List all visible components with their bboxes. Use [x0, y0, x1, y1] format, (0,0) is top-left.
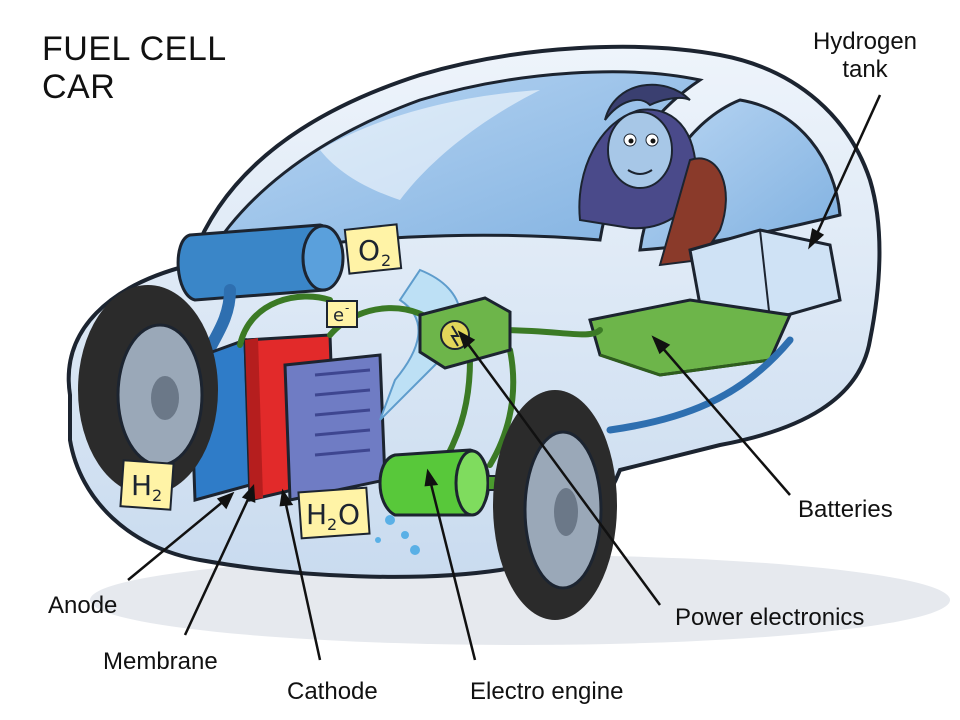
label-electro-engine: Electro engine — [470, 678, 624, 705]
leader-lines — [127, 94, 882, 661]
diagram-title: FUEL CELL CAR — [42, 30, 227, 106]
rear-left-wheel — [493, 390, 617, 620]
svg-text:2: 2 — [152, 486, 162, 505]
batteries-tray — [588, 298, 793, 377]
svg-text:H: H — [131, 469, 152, 502]
front-left-wheel — [78, 285, 218, 495]
label-batteries: Batteries — [798, 496, 893, 523]
windshield — [202, 70, 704, 265]
label-hydrogen-tank-line-1: Hydrogen — [812, 28, 918, 55]
label-hydrogen-tank: Hydrogen tank — [790, 28, 940, 84]
svg-text:O: O — [338, 498, 360, 531]
svg-text:O: O — [358, 234, 380, 267]
ground-shadow — [90, 555, 950, 645]
leader-hydrogen-tank — [813, 94, 882, 239]
svg-text:2: 2 — [327, 515, 337, 534]
label-power-electronics: Power electronics — [675, 604, 865, 631]
hydrogen-tag: H 2 — [119, 459, 175, 511]
windshield-highlight — [320, 90, 540, 200]
label-cathode: Cathode — [287, 678, 378, 705]
electron-tag: e - — [326, 300, 358, 328]
cathode-block — [283, 353, 387, 502]
label-hydrogen-tank-line-2: tank — [842, 56, 888, 83]
leader-membrane — [183, 494, 252, 636]
leader-power-electronics — [463, 339, 662, 606]
label-membrane: Membrane — [103, 648, 218, 675]
leader-electro-engine — [428, 479, 477, 661]
hydrogen-cylinder — [176, 223, 345, 302]
svg-text:H: H — [306, 498, 327, 531]
label-anode: Anode — [48, 592, 118, 619]
title-line-1: FUEL CELL — [42, 30, 227, 68]
svg-text:e: e — [333, 305, 344, 326]
blue-pipe-2 — [606, 336, 794, 434]
leader-anode — [127, 499, 226, 581]
power-electronics-box — [418, 296, 512, 370]
oxygen-tag: O 2 — [343, 223, 403, 275]
title-line-2: CAR — [42, 68, 116, 106]
svg-text:-: - — [345, 301, 349, 315]
leader-cathode — [283, 499, 322, 661]
water-tag: H 2 O — [297, 486, 371, 540]
svg-text:2: 2 — [381, 251, 391, 270]
driver — [578, 83, 727, 267]
leader-batteries — [659, 344, 791, 496]
water-drops — [375, 515, 420, 555]
